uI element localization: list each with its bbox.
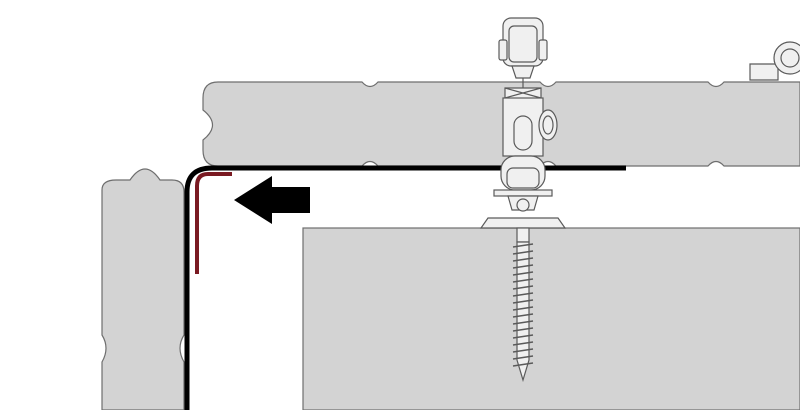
screw-thread — [512, 348, 534, 353]
screw-thread — [512, 313, 534, 318]
screw-thread — [512, 243, 534, 248]
screw-thread — [512, 355, 534, 360]
left-log-post — [101, 168, 185, 410]
screw-thread — [512, 292, 534, 297]
screw-thread — [512, 334, 534, 339]
screw-thread — [512, 362, 534, 367]
screw-thread — [512, 250, 534, 255]
screw-thread — [512, 278, 534, 283]
screw-thread — [512, 257, 534, 262]
waterproof-membrane-line — [184, 165, 626, 410]
trim-angle — [195, 172, 232, 274]
arrow-left-icon — [234, 176, 310, 224]
screw-icon — [512, 227, 534, 383]
screw-thread — [512, 285, 534, 290]
bracket-cap-icon — [498, 17, 548, 88]
sliding-bracket-icon — [493, 87, 558, 212]
screw-thread — [512, 271, 534, 276]
upper-log-beam — [202, 81, 800, 167]
screw-thread — [512, 327, 534, 332]
screw-thread — [512, 341, 534, 346]
washer — [479, 217, 567, 229]
screw-thread — [512, 264, 534, 269]
lower-timber-block — [302, 227, 800, 410]
screw-bracket-assembly — [479, 17, 567, 383]
screw-thread — [512, 320, 534, 325]
screw-thread — [512, 306, 534, 311]
rail-end-fitting — [749, 41, 800, 81]
screw-thread — [512, 299, 534, 304]
